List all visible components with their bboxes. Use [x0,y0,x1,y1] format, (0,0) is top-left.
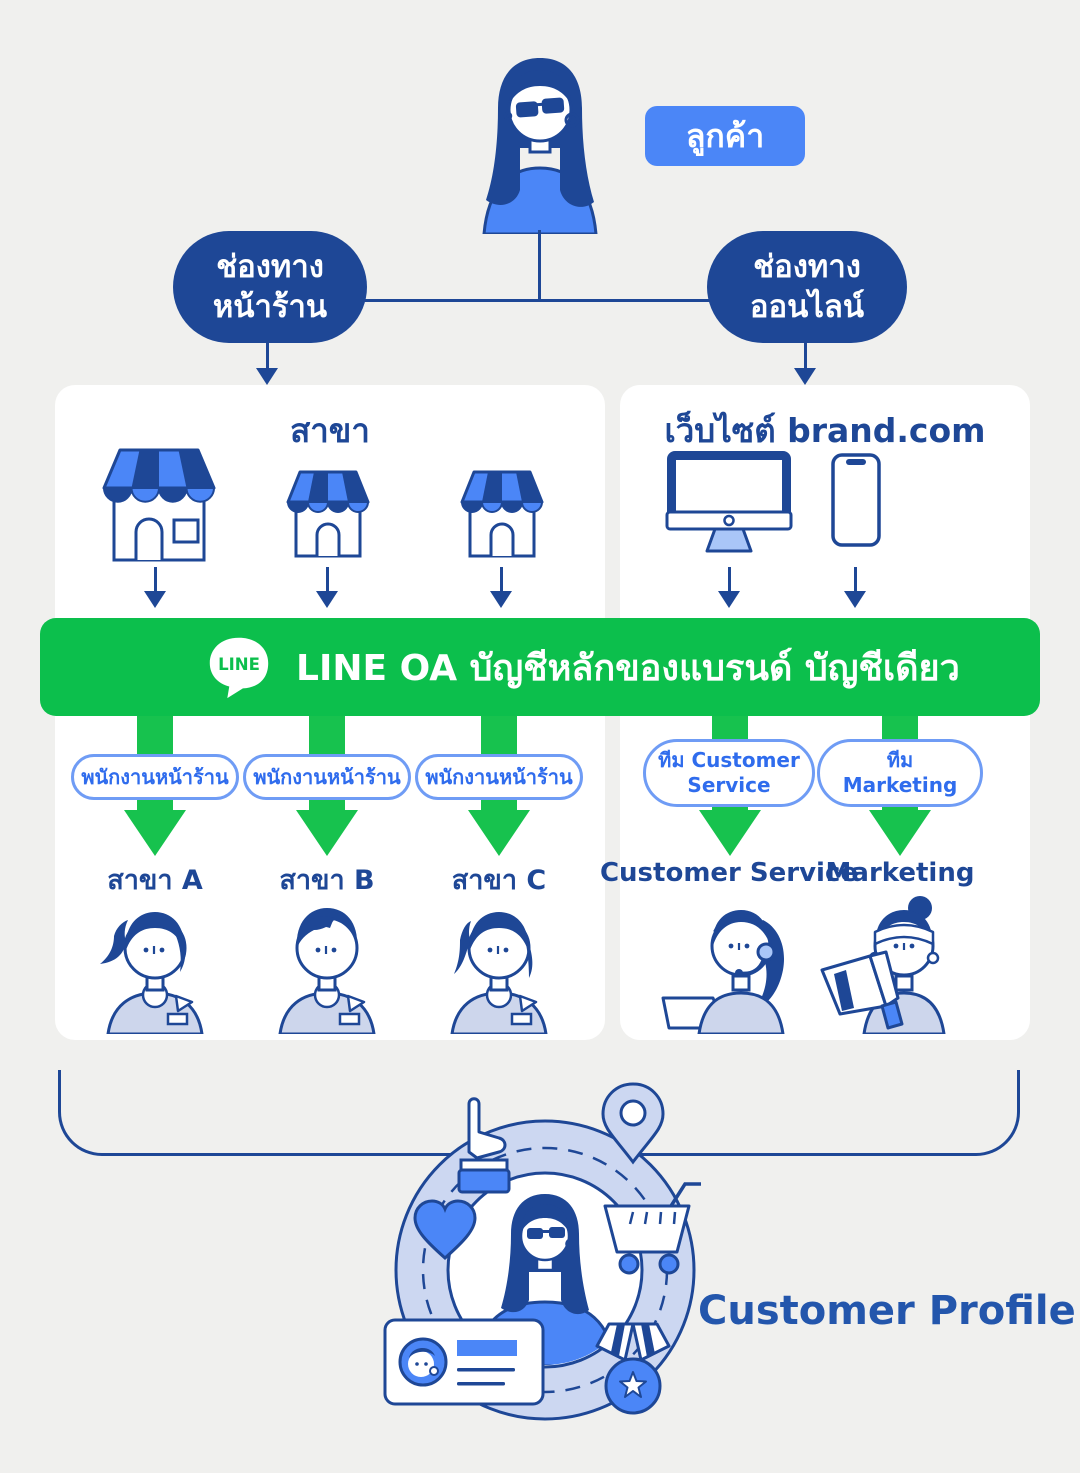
mkt-team-line2: Marketing [842,773,958,797]
arrow-down-icon [144,591,166,608]
arrow-down-icon [794,368,816,385]
green-arrow-icon [124,810,186,856]
staff-avatar [100,912,204,1034]
arrow-down-icon [266,343,269,369]
staff-pill: พนักงานหน้าร้าน [415,754,583,800]
channel-online-line1: ช่องทาง [753,248,861,285]
line-logo-icon: LINE [209,637,269,699]
phone-icon [831,453,881,547]
location-pin-icon [601,1082,665,1165]
desktop-icon [665,451,793,553]
customer-profile-title: Customer Profile [698,1288,1076,1334]
arrow-down-icon [854,567,857,593]
arrow-down-icon [728,567,731,593]
headset-icon [713,913,769,933]
id-card-icon [383,1318,545,1406]
branch-b-label: สาขา B [279,865,375,896]
offline-card-title: สาขา [290,411,370,450]
staff-pill: พนักงานหน้าร้าน [71,754,239,800]
staff-avatar [278,908,376,1034]
online-card-title: เว็บไซต์ brand.com [664,411,986,450]
arrow-down-icon [804,343,807,369]
arrow-down-icon [316,591,338,608]
cart-icon [603,1182,701,1275]
medal-icon [595,1322,671,1415]
cs-team-line1: ทีม Customer [658,748,800,772]
marketing-team-pill: ทีม Marketing [817,739,983,807]
customer-avatar [482,58,598,234]
staff-pill: พนักงานหน้าร้าน [243,754,411,800]
line-oa-banner-title: LINE OA บัญชีหลักของแบรนด์ บัญชีเดียว [296,647,960,689]
arrow-down-icon [256,368,278,385]
arrow-down-icon [490,591,512,608]
arrow-down-icon [844,591,866,608]
customer-service-label: Customer Service [599,858,859,888]
profile-avatar [473,1194,617,1365]
channel-offline-line2: หน้าร้าน [212,289,328,325]
customer-badge-label: ลูกค้า [685,116,765,155]
pointer-hand-icon [457,1097,511,1194]
storefront-icon [102,448,216,562]
marketing-label: Marketing [825,858,975,888]
green-arrow-icon [296,810,358,856]
customer-service-team-pill: ทีม Customer Service [643,739,815,807]
green-arrow-icon [468,810,530,856]
arrow-down-icon [326,567,329,593]
customer-profile-illustration [383,1082,701,1421]
green-arrow-icon [699,810,761,856]
arrow-down-icon [718,591,740,608]
arrow-down-icon [500,567,503,593]
channel-online-pill: ช่องทาง ออนไลน์ [707,231,907,343]
connector-vertical [538,230,541,302]
channel-online-line2: ออนไลน์ [749,289,865,325]
marketing-avatar [820,896,946,1034]
green-arrow-icon [869,810,931,856]
cs-team-line2: Service [687,773,771,797]
staff-avatar [450,912,548,1034]
channel-offline-pill: ช่องทาง หน้าร้าน [173,231,367,343]
branch-a-label: สาขา A [107,865,203,896]
connector-horizontal [352,299,732,302]
customer-service-avatar [661,910,785,1034]
customer-badge: ลูกค้า [645,106,805,166]
branch-c-label: สาขา C [451,865,547,896]
channel-offline-line1: ช่องทาง [216,248,324,285]
line-oa-banner: LINE LINE OA บัญชีหลักของแบรนด์ บัญชีเดี… [40,618,1040,716]
megaphone-icon [820,950,904,1030]
mkt-team-line1: ทีม [886,748,914,772]
storefront-icon [286,470,370,558]
line-logo-label: LINE [218,655,260,674]
arrow-down-icon [154,567,157,593]
sunglasses-icon [515,97,565,118]
heart-icon [413,1199,477,1261]
storefront-icon [460,470,544,558]
